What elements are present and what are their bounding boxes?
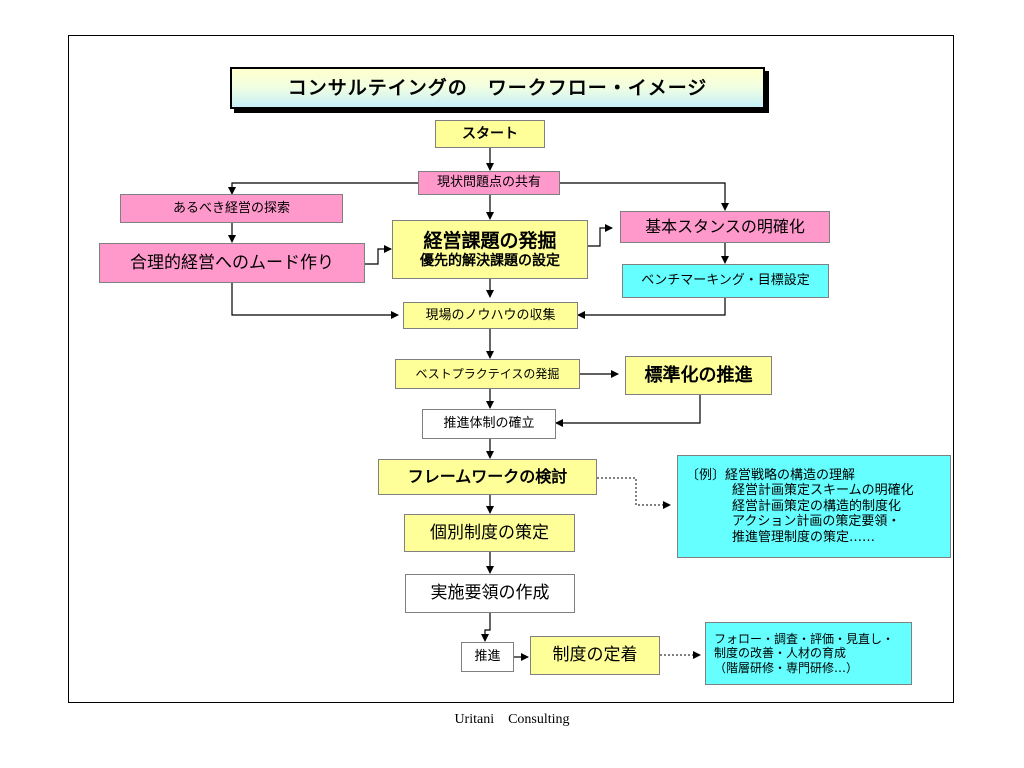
note-framework-line-3: 経営計画策定の構造的制度化: [732, 498, 902, 514]
note-followup-line-2: 制度の改善・人材の育成: [714, 646, 847, 661]
note-framework-line-2: 経営計画策定スキームの明確化: [732, 483, 914, 499]
node-benchmark: ベンチマーキング・目標設定: [622, 264, 829, 298]
node-issue: 経営課題の発掘 優先的解決課題の設定: [392, 220, 588, 279]
node-best: ベストプラクテイスの発掘: [395, 359, 580, 389]
node-issue-sub: 優先的解決課題の設定: [420, 252, 560, 269]
node-issue-main: 経営課題の発掘: [423, 229, 557, 252]
node-standard: 標準化の推進: [625, 356, 772, 395]
node-start: スタート: [435, 120, 545, 148]
note-followup-line-3: （階層研修・専門研修…）: [714, 660, 859, 675]
note-framework-line-4: アクション計画の策定要領・: [732, 514, 901, 530]
footer-credit: Uritani Consulting: [454, 712, 570, 727]
arrow-mood-to-knowhow: [231, 283, 399, 319]
note-framework-line-5: 推進管理制度の策定……: [732, 529, 876, 545]
arrow-issue-to-stance: [588, 224, 613, 247]
node-mood: 合理的経営へのムード作り: [99, 243, 365, 283]
dotted-arrow-framework-to-note: [597, 477, 671, 509]
node-explore: あるべき経営の探索: [120, 194, 343, 223]
note-framework-line-1: 〔例〕経営戦略の構造の理解: [686, 467, 856, 483]
node-framework: フレームワークの検討: [378, 459, 597, 495]
arrow-standard-to-system: [555, 395, 701, 427]
node-knowhow: 現場のノウハウの収集: [403, 302, 578, 329]
note-framework-example: 〔例〕経営戦略の構造の理解 経営計画策定スキームの明確化 経営計画策定の構造的制…: [677, 455, 951, 558]
arrow-mood-to-issue: [365, 245, 392, 265]
node-individual: 個別制度の策定: [404, 514, 575, 552]
diagram-frame: [68, 35, 954, 703]
arrow-manual-to-promote: [481, 613, 491, 642]
node-settle: 制度の定着: [530, 636, 660, 675]
node-system: 推進体制の確立: [422, 409, 556, 439]
diagram-title: コンサルテイングの ワークフロー・イメージ: [230, 67, 765, 109]
note-followup: フォロー・調査・評価・見直し・ 制度の改善・人材の育成 （階層研修・専門研修…）: [705, 622, 912, 685]
node-manual: 実施要領の作成: [405, 574, 575, 613]
node-share: 現状問題点の共有: [418, 171, 560, 195]
arrow-share-to-explore: [228, 182, 418, 195]
arrow-benchmark-to-knowhow: [577, 298, 726, 319]
arrow-share-to-stance: [560, 182, 729, 211]
node-promote: 推進: [461, 642, 514, 672]
node-stance: 基本スタンスの明確化: [620, 211, 830, 243]
note-followup-line-1: フォロー・調査・評価・見直し・: [714, 631, 895, 646]
